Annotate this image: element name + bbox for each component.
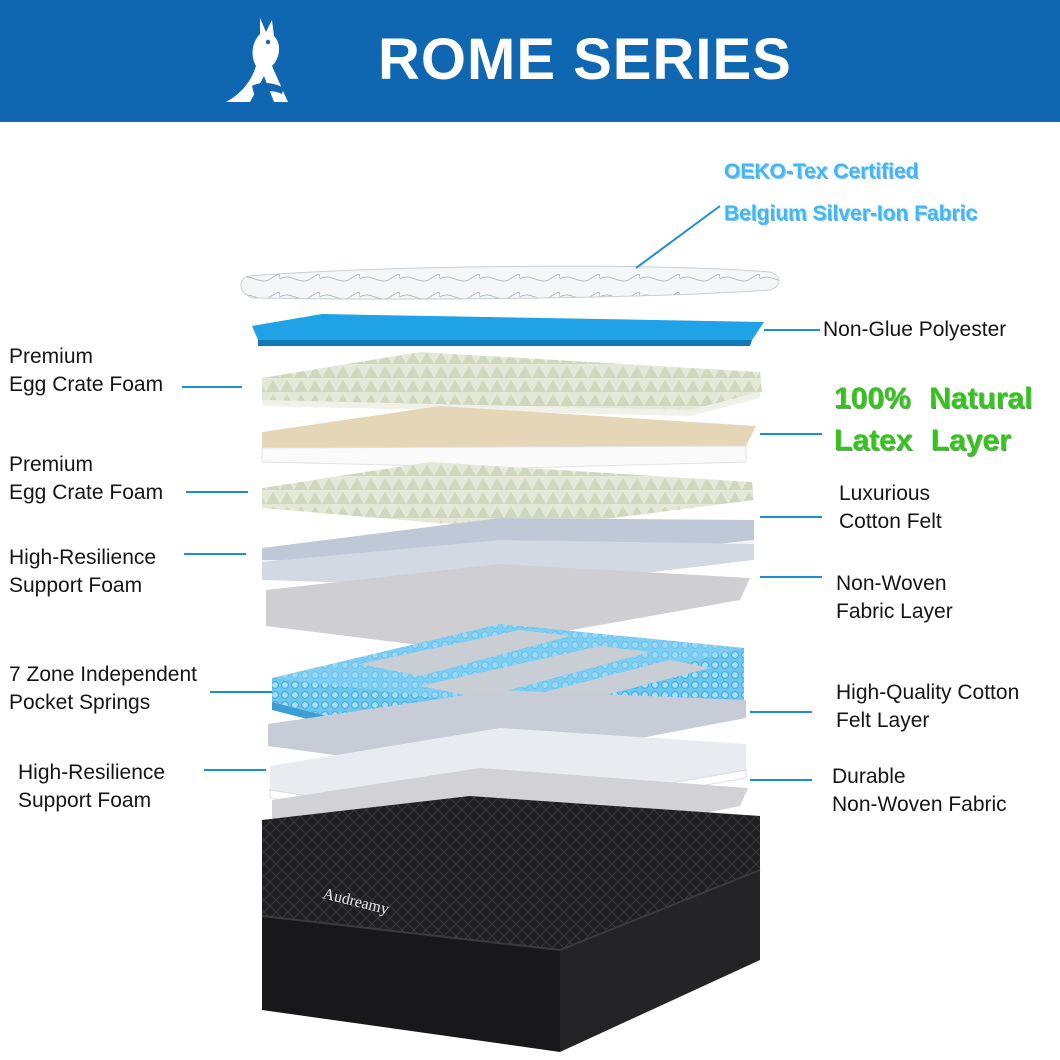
label-non-glue-polyester: Non-Glue Polyester — [823, 316, 1006, 344]
label-line1: Non-Glue Polyester — [823, 318, 1007, 341]
label-line1: 7 Zone Independent — [9, 663, 197, 686]
layer-natural-latex — [261, 406, 756, 469]
label-line2: Fabric Layer — [836, 600, 953, 623]
callout-latex-line2: Latex Layer — [834, 424, 1011, 457]
label-hr-support-foam-2: High-Resilience Support Foam — [18, 759, 165, 815]
label-line1: Premium — [9, 453, 94, 476]
label-hr-support-foam-1: High-Resilience Support Foam — [9, 544, 156, 600]
label-pocket-springs: 7 Zone Independent Pocket Springs — [9, 661, 197, 717]
label-non-woven-fabric-layer: Non-Woven Fabric Layer — [836, 570, 953, 626]
callout-cover-line2: Belgium Silver-Ion Fabric — [724, 202, 978, 225]
label-line2: Cotton Felt — [839, 510, 942, 533]
label-line1: Luxurious — [839, 482, 931, 505]
label-cotton-felt-layer: High-Quality Cotton Felt Layer — [836, 679, 1019, 735]
label-egg-crate-foam-1: Premium Egg Crate Foam — [9, 343, 163, 399]
label-line2: Egg Crate Foam — [9, 481, 164, 504]
kangaroo-a-logo-icon — [226, 18, 288, 102]
callout-latex-line1: 100% Natural — [834, 382, 1033, 415]
label-line1: Non-Woven — [836, 572, 947, 595]
layer-egg-crate-foam-2 — [262, 462, 754, 530]
label-line2: Support Foam — [9, 574, 143, 597]
layer-non-glue-polyester — [252, 314, 764, 346]
page-title: ROME SERIES — [378, 27, 792, 92]
header-banner: ROME SERIES — [0, 0, 1060, 122]
label-line1: High-Resilience — [18, 761, 166, 784]
layer-non-woven-1 — [266, 564, 750, 650]
label-line2: Felt Layer — [836, 709, 930, 732]
layer-egg-crate-foam-1 — [262, 352, 762, 416]
callout-natural-latex: 100% Natural Latex Layer — [834, 378, 1032, 462]
label-durable-non-woven: Durable Non-Woven Fabric — [832, 763, 1007, 819]
label-line2: Egg Crate Foam — [9, 373, 164, 396]
label-line1: High-Quality Cotton — [836, 681, 1020, 704]
label-line1: Premium — [9, 345, 94, 368]
label-line1: High-Resilience — [9, 546, 157, 569]
leader-lines — [182, 205, 822, 781]
callout-cover-line1: OEKO-Tex Certified — [724, 160, 919, 183]
callout-cover-fabric: OEKO-Tex Certified Belgium Silver-Ion Fa… — [724, 151, 977, 235]
label-line2: Pocket Springs — [9, 691, 151, 714]
label-egg-crate-foam-2: Premium Egg Crate Foam — [9, 451, 163, 507]
label-line2: Non-Woven Fabric — [832, 793, 1007, 816]
label-cotton-felt: Luxurious Cotton Felt — [839, 480, 942, 536]
mattress-base: Audreamy — [261, 796, 761, 1052]
label-line2: Support Foam — [18, 789, 152, 812]
layer-cover-fabric — [240, 265, 780, 300]
label-line1: Durable — [832, 765, 906, 788]
